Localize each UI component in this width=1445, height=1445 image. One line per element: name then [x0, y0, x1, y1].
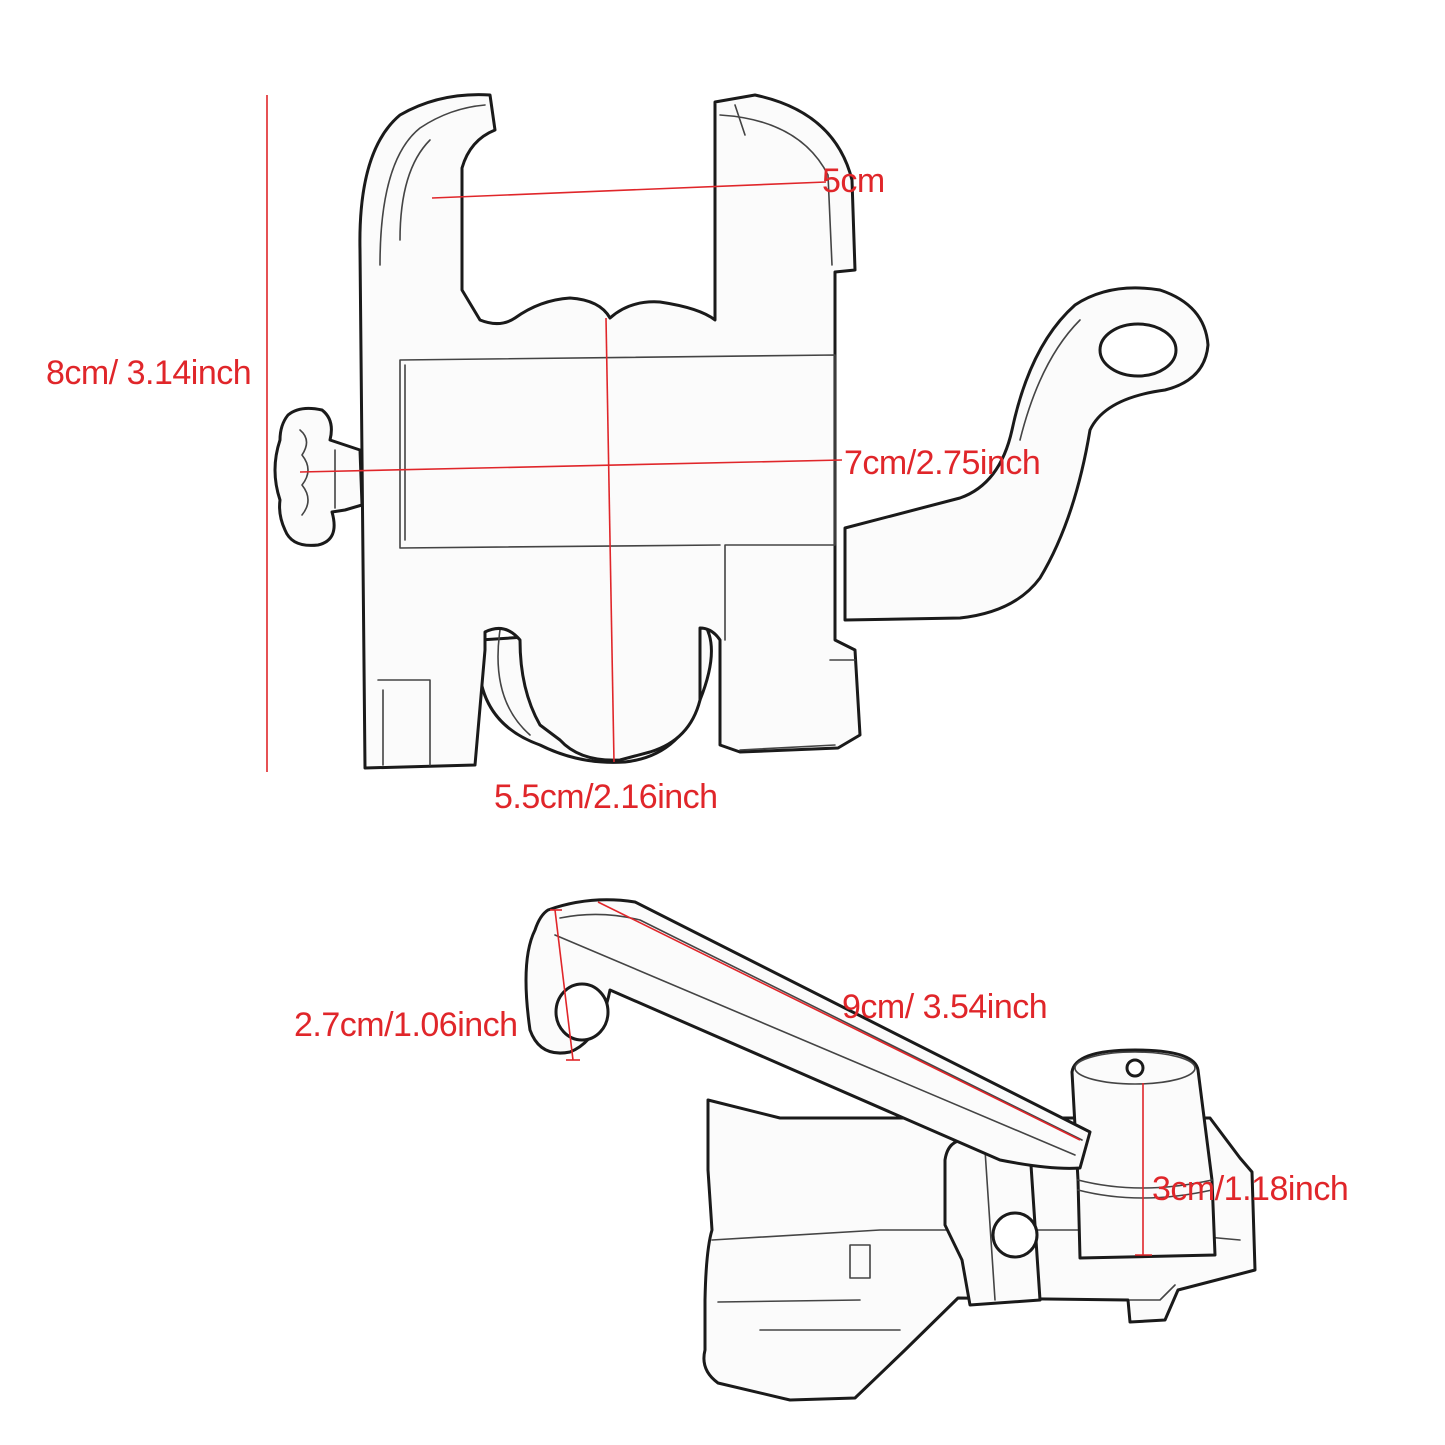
body-width-dimension-line: [605, 317, 615, 763]
hinge-pin-icon: [991, 1211, 1039, 1259]
holder-body: [358, 93, 862, 770]
holder-side-view: [524, 898, 1257, 1402]
top-view-dimensions: [266, 95, 843, 772]
clamp-width-dimension-line: [299, 459, 843, 473]
adjustment-knob-icon: [273, 406, 364, 547]
grip-width-label: 5cm: [822, 162, 885, 200]
clamp-width-label: 7cm/2.75inch: [844, 444, 1041, 482]
arm-bolt-hole: [1098, 322, 1178, 378]
arm-length-label: 9cm/ 3.54inch: [842, 988, 1048, 1026]
height-label: 8cm/ 3.14inch: [46, 354, 252, 392]
side-view-dimensions: [550, 901, 1152, 1256]
arm-end-hole: [554, 982, 610, 1042]
sliding-plate: [399, 354, 836, 641]
arm-height-dimension-line: [554, 909, 574, 1061]
arm-length-dimension-line: [597, 901, 1081, 1141]
grip-width-dimension-line: [431, 181, 827, 199]
arm-height-label: 2.7cm/1.06inch: [294, 1006, 518, 1044]
post-height-label: 3cm/1.18inch: [1152, 1170, 1349, 1208]
post-screw-hole: [1125, 1058, 1145, 1078]
body-width-label: 5.5cm/2.16inch: [494, 778, 718, 816]
holder-top-view: [273, 93, 1210, 770]
